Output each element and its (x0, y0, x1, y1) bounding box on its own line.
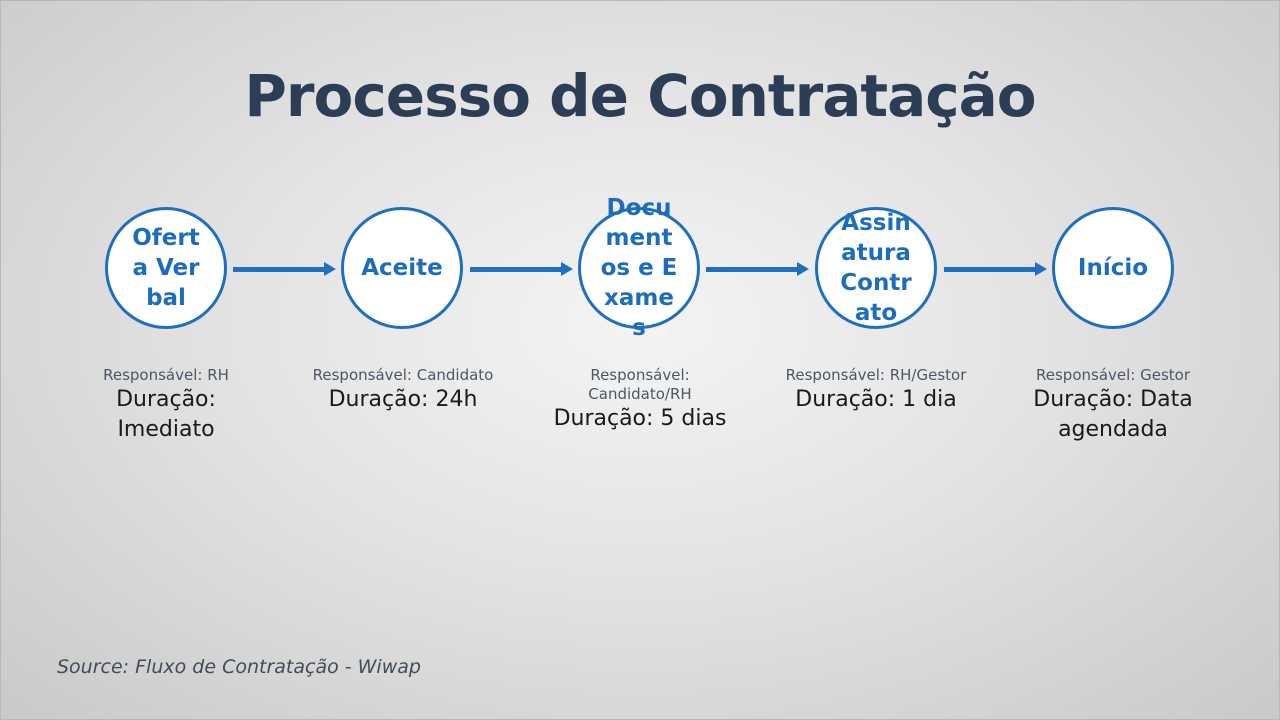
flow-arrow-3 (706, 262, 809, 276)
duracao-text: Duração: 1 dia (795, 387, 957, 412)
step-label: Documentos e Exames (600, 195, 678, 341)
arrow-head-icon (324, 262, 336, 276)
arrow-head-icon (797, 262, 809, 276)
step-label: Aceite (361, 255, 443, 281)
duracao-text: Duração: 5 dias (553, 406, 727, 431)
responsavel-text: Responsável: Gestor (1036, 366, 1190, 384)
step-label: Oferta Verbal (132, 225, 200, 311)
step-meta-inicio: Responsável: Gestor Duração: Data agenda… (1008, 366, 1218, 445)
responsavel-text: Responsável: Candidato/RH (588, 366, 692, 403)
flow-arrow-2 (470, 262, 573, 276)
step-circle-documentos-exames: Documentos e Exames (578, 195, 700, 341)
step-meta-documentos-exames: Responsável: Candidato/RH Duração: 5 dia… (535, 366, 745, 434)
step-circle-assinatura-contrato: Assinatura Contrato (815, 207, 937, 329)
step-meta-oferta-verbal: Responsável: RH Duração: Imediato (61, 366, 271, 445)
duracao-text: Duração: Data agendada (1033, 387, 1193, 442)
duracao-text: Duração: 24h (328, 387, 478, 412)
flow-arrow-4 (944, 262, 1047, 276)
arrow-head-icon (561, 262, 573, 276)
step-circle-aceite: Aceite (341, 207, 463, 329)
duracao-text: Duração: Imediato (116, 387, 216, 442)
responsavel-text: Responsável: RH (103, 366, 229, 384)
step-circle-oferta-verbal: Oferta Verbal (105, 207, 227, 329)
step-meta-aceite: Responsável: Candidato Duração: 24h (298, 366, 508, 415)
arrow-shaft (706, 266, 797, 272)
page-title: Processo de Contratação (244, 62, 1036, 130)
arrow-shaft (944, 266, 1035, 272)
responsavel-text: Responsável: RH/Gestor (785, 366, 967, 384)
arrow-shaft (470, 266, 561, 272)
arrow-shaft (233, 266, 324, 272)
step-label: Início (1077, 255, 1149, 281)
step-meta-assinatura-contrato: Responsável: RH/Gestor Duração: 1 dia (771, 366, 981, 415)
step-label: Assinatura Contrato (840, 210, 912, 326)
arrow-head-icon (1035, 262, 1047, 276)
flow-arrow-1 (233, 262, 336, 276)
source-note: Source: Fluxo de Contratação - Wiwap (57, 656, 421, 678)
responsavel-text: Responsável: Candidato (312, 366, 494, 384)
step-circle-inicio: Início (1052, 207, 1174, 329)
